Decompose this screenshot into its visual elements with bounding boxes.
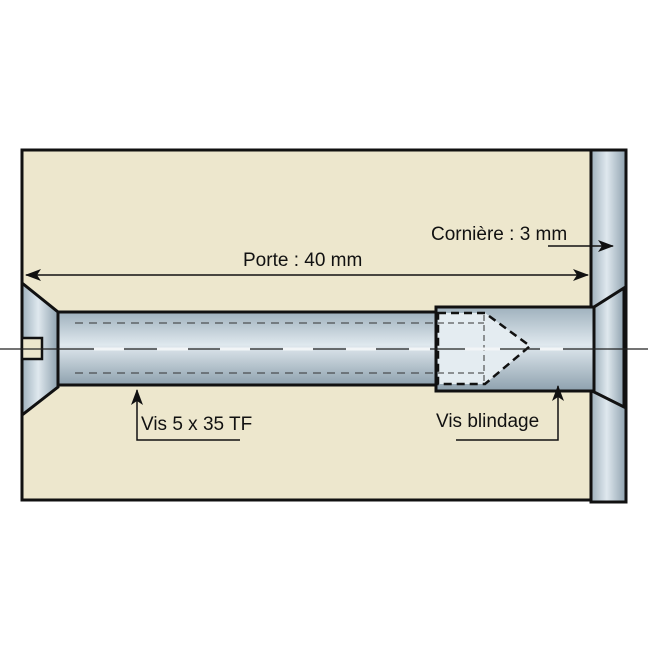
corniere-label: Cornière : 3 mm bbox=[431, 224, 567, 245]
screw-blindage-head bbox=[592, 285, 626, 410]
porte-label: Porte : 40 mm bbox=[243, 250, 362, 271]
vis-tf-label: Vis 5 x 35 TF bbox=[141, 414, 252, 435]
vis-tf-leader bbox=[131, 389, 240, 441]
vis-blindage-leader bbox=[456, 385, 564, 441]
vis-blindage-label: Vis blindage bbox=[436, 411, 539, 432]
